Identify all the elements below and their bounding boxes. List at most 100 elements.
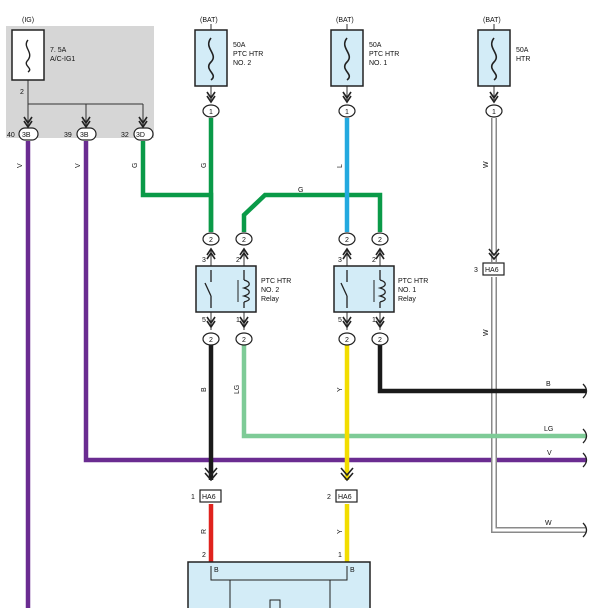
relay-coil-icon (241, 270, 250, 308)
wire-label-l: L (337, 164, 344, 168)
pin-number: 2 (327, 494, 331, 501)
wire-label-w-right: W (545, 520, 552, 527)
relay1-name-3: Relay (398, 296, 416, 303)
pin-label: 2 (345, 237, 349, 244)
fuse-symbol-icon (25, 39, 31, 73)
htr-fuse: 50A HTR (477, 29, 530, 87)
pin-label: B (350, 567, 355, 574)
connector-ha6-b: HA6 1 (191, 489, 222, 503)
white-wire (491, 118, 586, 533)
bottom-component: B B (187, 561, 371, 608)
ig-fuse-rating: 7. 5A (50, 47, 67, 54)
junction-connector-3d: 3D 32 (121, 127, 154, 141)
svg-text:3B: 3B (80, 132, 89, 139)
pin-label: 2 (378, 237, 382, 244)
relay2-name-2: NO. 2 (261, 287, 279, 294)
pin-label: 1 (209, 109, 213, 116)
ptc1-fuse-rating: 50A (369, 42, 382, 49)
wire-label-y: Y (337, 529, 344, 534)
wire-label-v: V (75, 163, 82, 168)
pin-number: 1 (372, 317, 376, 324)
relay1-name-1: PTC HTR (398, 278, 428, 285)
green-wire-relay-coil (241, 192, 383, 232)
connector-ha6-a: HA6 3 (474, 262, 505, 276)
wire-labels: V V G G G L W W B LG Y Y R B LG V W (17, 161, 553, 534)
lightgreen-wire (241, 345, 586, 439)
relay-lead-lines (210, 248, 381, 330)
pin-number: 2 (372, 257, 376, 264)
pin-label: 2 (209, 237, 213, 244)
ptc2-fuse-no: NO. 2 (233, 60, 251, 67)
junction-connector-3b-b: 3B 39 (64, 127, 97, 141)
ig-fuse-name: A/C-IG1 (50, 56, 75, 63)
wire-label-v: V (17, 163, 24, 168)
wire-label-g: G (201, 163, 208, 168)
pin-number: 5 (202, 317, 206, 324)
ptc2-fuse: 50A PTC HTR NO. 2 (194, 29, 263, 87)
htr-fuse-name: HTR (516, 56, 530, 63)
pin-label: 1 (345, 109, 349, 116)
black-wire-b2 (377, 345, 586, 394)
pin-number: 32 (121, 132, 129, 139)
pin-number: 1 (191, 494, 195, 501)
relay1-name-2: NO. 1 (398, 287, 416, 294)
ig-fuse-pin: 2 (20, 89, 24, 96)
svg-text:3B: 3B (22, 132, 31, 139)
relay2-name-1: PTC HTR (261, 278, 291, 285)
ptc1-fuse: 50A PTC HTR NO. 1 (330, 29, 399, 87)
pin-number: 3 (338, 257, 342, 264)
pin-number: 3 (474, 267, 478, 274)
pin-number: 40 (7, 132, 15, 139)
wire-label-lg-right: LG (544, 426, 553, 433)
bat-supply-label-1: (BAT) (200, 17, 218, 24)
pin-number: 39 (64, 132, 72, 139)
fuse-symbol-icon (490, 37, 498, 81)
switch-contact-icon (340, 270, 348, 308)
ptc-htr-no2-relay: PTC HTR NO. 2 Relay (195, 265, 291, 313)
pin-label: 1 (492, 109, 496, 116)
svg-text:HA6: HA6 (338, 494, 352, 501)
pin-label: B (214, 567, 219, 574)
bat-supply-label-3: (BAT) (483, 17, 501, 24)
wire-label-b: B (201, 387, 208, 392)
svg-text:3D: 3D (136, 132, 145, 139)
violet-wire-2 (83, 141, 586, 463)
ptc1-fuse-no: NO. 1 (369, 60, 387, 67)
white-wire-core (492, 118, 586, 532)
ptc2-fuse-name: PTC HTR (233, 51, 263, 58)
pin-label: 2 (378, 337, 382, 344)
ig-fuse: 7. 5A A/C-IG1 (11, 29, 75, 81)
wire-label-y: Y (337, 387, 344, 392)
pin-label: 2 (242, 337, 246, 344)
pin-number: 5 (338, 317, 342, 324)
wire-label-g: G (132, 163, 139, 168)
pin-number: 1 (338, 552, 342, 559)
pin-number: 3 (202, 257, 206, 264)
wire-label-v-right: V (547, 450, 552, 457)
junction-connector-3b-a: 3B 40 (7, 127, 39, 141)
wire-label-r: R (201, 529, 208, 534)
pin-label: 2 (345, 337, 349, 344)
pin-number: 2 (236, 257, 240, 264)
switch-contact-icon (204, 270, 212, 308)
wire-label-w: W (483, 161, 490, 168)
connector-ha6-c: HA6 2 (327, 489, 358, 503)
wire-break-icons (582, 383, 588, 538)
bat-supply-label-2: (BAT) (336, 17, 354, 24)
green-wire-3d (140, 141, 214, 232)
htr-fuse-rating: 50A (516, 47, 529, 54)
fuse-lead-lines (210, 24, 495, 100)
pin-number: 2 (202, 552, 206, 559)
pin-label: 2 (209, 337, 213, 344)
fuse-symbol-icon (207, 37, 215, 81)
ptc1-fuse-name: PTC HTR (369, 51, 399, 58)
relay2-name-3: Relay (261, 296, 279, 303)
svg-text:HA6: HA6 (202, 494, 216, 501)
wire-label-w: W (483, 329, 490, 336)
pin-number: 1 (236, 317, 240, 324)
wire-label-lg: LG (234, 385, 241, 394)
wires (25, 24, 586, 608)
ptc-htr-no1-relay: PTC HTR NO. 1 Relay (333, 265, 428, 313)
pin-label: 2 (242, 237, 246, 244)
wire-label-b-right: B (546, 381, 551, 388)
